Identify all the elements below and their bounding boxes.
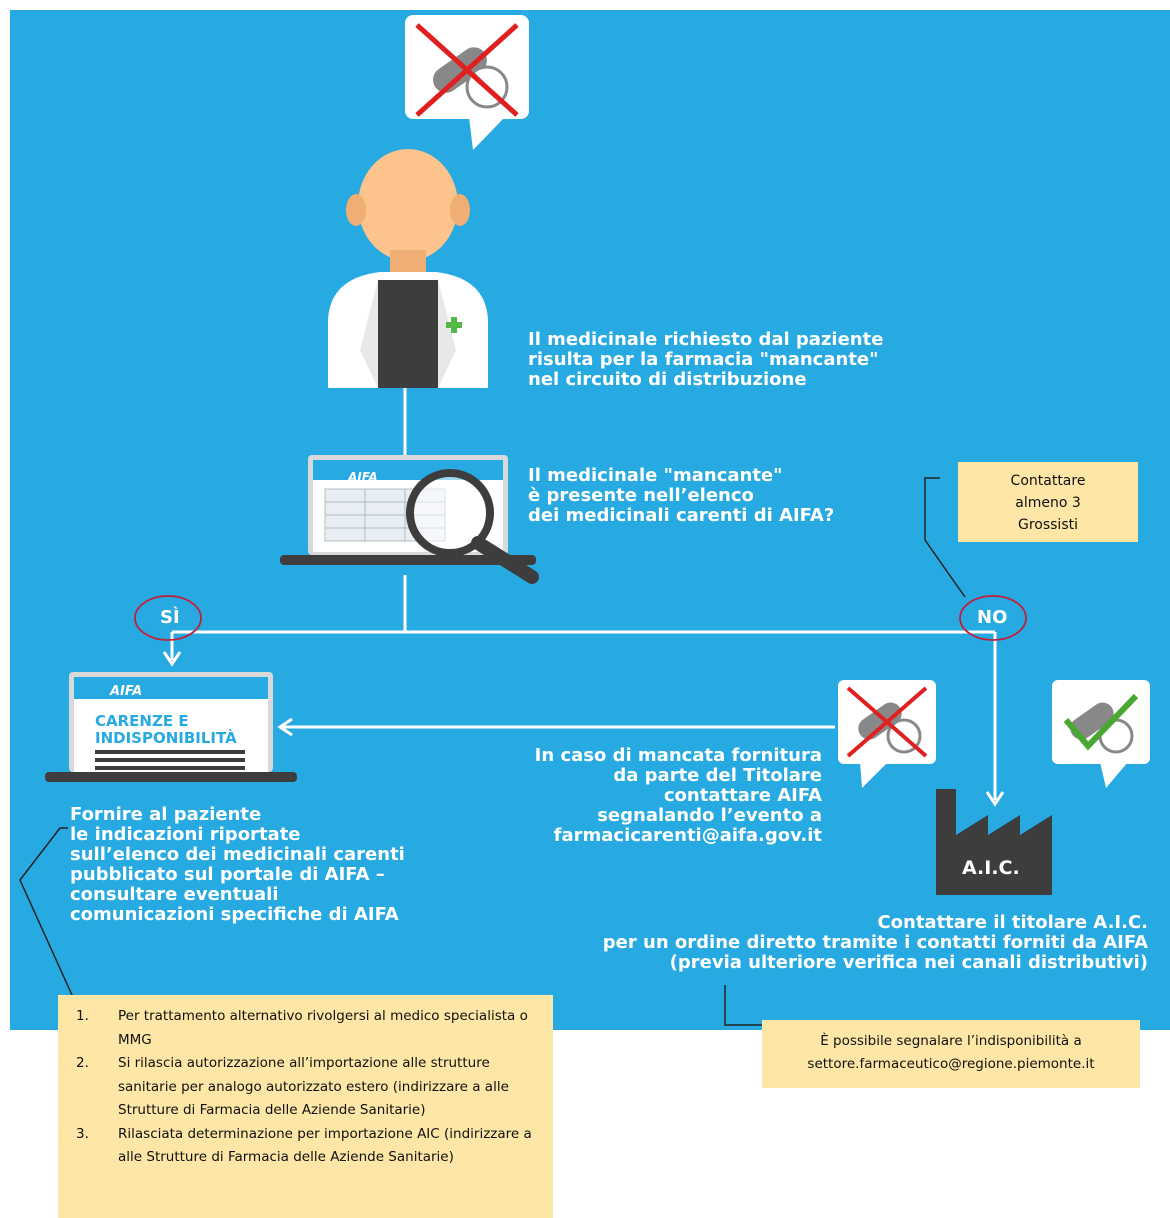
aifa-question-caption: Il medicinale "mancante" è presente nell… [528, 466, 834, 526]
caption-line: pubblicato sul portale di AIFA – [70, 864, 385, 885]
caption-line: In caso di mancata fornitura [534, 745, 822, 766]
mancata-fornitura-caption: In caso di mancata fornitura da parte de… [500, 746, 822, 846]
list-text: Si rilascia autorizzazione all’importazi… [118, 1055, 509, 1118]
caption-line: Fornire al paziente [70, 804, 262, 825]
caption-line: contattare AIFA [663, 785, 822, 806]
arrow-carenze-head [277, 717, 293, 737]
carenze-laptop-icon [45, 672, 297, 782]
carenze-title-line: INDISPONIBILITÀ [95, 729, 237, 747]
no-circle [959, 595, 1027, 641]
caption-line: sull’elenco dei medicinali carenti [70, 844, 405, 865]
list-number: 2. [76, 1055, 89, 1071]
leader-note-list [19, 827, 73, 996]
caption-line: Contattare il titolare A.I.C. [877, 912, 1148, 933]
fornire-caption: Fornire al paziente le indicazioni ripor… [70, 805, 405, 925]
aifa-email[interactable]: farmacicarenti@aifa.gov.it [553, 825, 822, 846]
note-line: Grossisti [1017, 517, 1078, 533]
list-item: 2. Si rilascia autorizzazione all’import… [76, 1052, 543, 1123]
aifa-logo-small: AIFA [348, 470, 378, 484]
caption-line: risulta per la farmacia "mancante" [528, 349, 879, 370]
aifa-logo-carenze: AIFA [110, 684, 143, 699]
speech-bubble-cross-pill-icon [838, 680, 936, 788]
titolare-caption: Contattare il titolare A.I.C. per un ord… [560, 913, 1148, 973]
aifa-laptop-search-icon [280, 455, 539, 584]
note-list: 1. Per trattamento alternativo rivolgers… [58, 995, 553, 1218]
list-number: 1. [76, 1008, 89, 1024]
leader-grossisti [924, 477, 966, 598]
note-email[interactable]: settore.farmaceutico@regione.piemonte.it [807, 1056, 1095, 1072]
list-text: Rilasciata determinazione per importazio… [118, 1125, 532, 1166]
note-line: almeno 3 [1015, 495, 1081, 511]
caption-line: è presente nell’elenco [528, 485, 754, 506]
caption-line: per un ordine diretto tramite i contatti… [602, 932, 1148, 953]
list-item: 3. Rilasciata determinazione per importa… [76, 1123, 543, 1170]
pharmacist-caption: Il medicinale richiesto dal paziente ris… [528, 330, 883, 390]
speech-bubble-check-pill-icon [1052, 680, 1150, 788]
caption-line: dei medicinali carenti di AIFA? [528, 505, 835, 526]
factory-label: A.I.C. [962, 857, 1020, 879]
caption-line: da parte del Titolare [613, 765, 822, 786]
factory-icon [936, 789, 1052, 895]
yes-label: SÌ [160, 607, 180, 628]
yes-circle [134, 595, 202, 641]
leader-piemonte [724, 985, 765, 1026]
caption-line: le indicazioni riportate [70, 824, 301, 845]
carenze-title-line: CARENZE E [95, 712, 189, 730]
speech-bubble-no-pill-icon [405, 15, 529, 150]
arrow-no-head [985, 791, 1005, 807]
caption-line: comunicazioni specifiche di AIFA [70, 904, 399, 925]
note-piemonte: È possibile segnalare l’indisponibilità … [762, 1020, 1140, 1088]
arrow-yes-head [162, 651, 182, 667]
list-number: 3. [76, 1125, 89, 1142]
note-grossisti: Contattare almeno 3 Grossisti [958, 462, 1138, 542]
list-item: 1. Per trattamento alternativo rivolgers… [76, 1005, 543, 1052]
caption-line: Il medicinale "mancante" [528, 465, 783, 486]
caption-line: consultare eventuali [70, 884, 279, 905]
carenze-title: CARENZE E INDISPONIBILITÀ [95, 713, 237, 747]
caption-line: nel circuito di distribuzione [528, 369, 807, 390]
note-line: Contattare [1010, 473, 1086, 489]
pharmacist-icon [328, 149, 488, 388]
caption-line: segnalando l’evento a [597, 805, 822, 826]
caption-line: (previa ulteriore verifica nei canali di… [669, 952, 1148, 973]
caption-line: Il medicinale richiesto dal paziente [528, 329, 884, 350]
no-label: NO [977, 607, 1008, 628]
list-text: Per trattamento alternativo rivolgersi a… [118, 1008, 528, 1048]
note-line: È possibile segnalare l’indisponibilità … [820, 1033, 1082, 1049]
